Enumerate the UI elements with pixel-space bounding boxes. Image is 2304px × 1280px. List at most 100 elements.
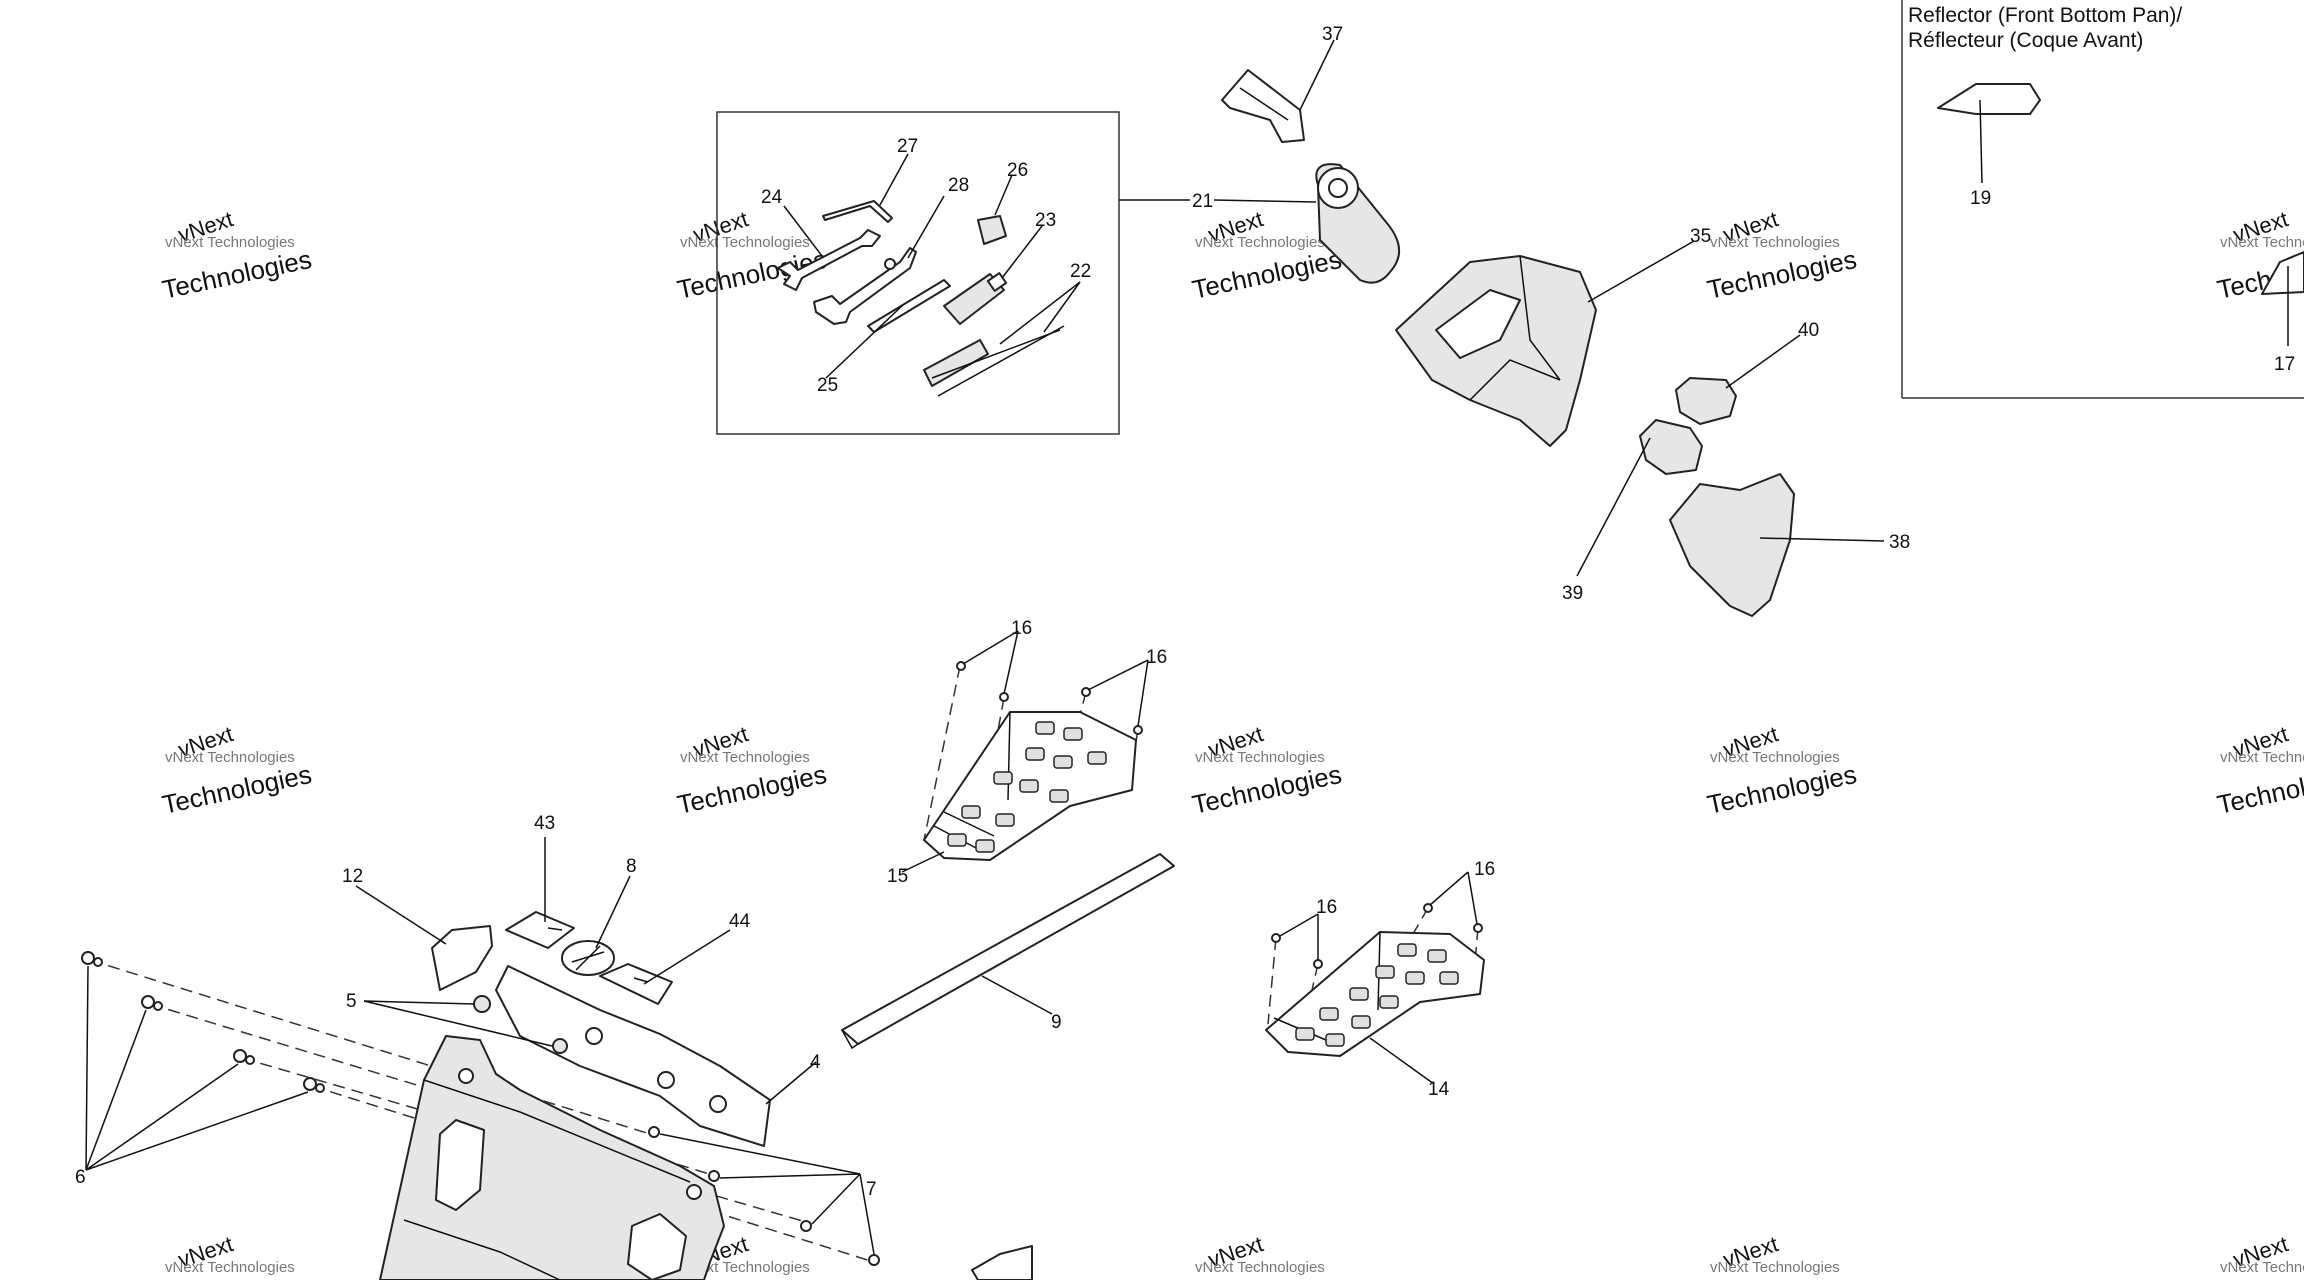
cover-4-group: 4 5 [346, 965, 821, 1147]
callout-9: 9 [1051, 1012, 1062, 1033]
svg-text:vNext Technologies: vNext Technologies [1195, 1259, 1325, 1276]
footrest-15-holes [947, 721, 1107, 853]
strip-9-group: 9 [841, 853, 1175, 1050]
watermark: vNext vNext Technologies Technologies [2214, 721, 2304, 820]
cover-bar-4 [495, 965, 771, 1147]
svg-text:Technologies: Technologies [2214, 759, 2304, 820]
callout-40: 40 [1798, 320, 1819, 341]
watermark: vNext vNext Technologies Technologies [159, 721, 314, 820]
watermark: vNext vNext Technologies [1195, 1231, 1325, 1276]
svg-text:vNext Technologies: vNext Technologies [2220, 1259, 2304, 1276]
svg-text:Technologies: Technologies [1704, 759, 1859, 820]
svg-text:vNext Technologies: vNext Technologies [165, 234, 295, 251]
bottom-bracket [971, 1245, 1033, 1280]
callout-39: 39 [1562, 583, 1583, 604]
inset-title-line1: Reflector (Front Bottom Pan)/ [1908, 4, 2182, 27]
watermark: vNext vNext Technologies Technologies [674, 206, 829, 305]
callout-16d: 16 [1474, 859, 1495, 880]
svg-text:Technologies: Technologies [1704, 244, 1859, 305]
watermark: vNext vNext Technologies [1710, 1231, 1840, 1276]
decal-12 [431, 925, 493, 991]
screws-6 [81, 951, 325, 1093]
svg-text:vNext Technologies: vNext Technologies [2220, 749, 2304, 766]
watermark: vNext vNext Technologies [165, 1231, 295, 1276]
spanner-tool [813, 247, 917, 325]
inset-title-line2: Réflecteur (Coque Avant) [1908, 29, 2143, 52]
decal-8 [561, 940, 615, 976]
callout-44: 44 [729, 911, 751, 932]
footrest-14 [1265, 931, 1485, 1057]
svg-text:vNext Technologies: vNext Technologies [1710, 234, 1840, 251]
reflector-19 [1937, 83, 2041, 115]
callout-37: 37 [1322, 24, 1343, 45]
svg-text:Technologies: Technologies [674, 759, 829, 820]
footrest-14-holes [1295, 943, 1459, 1047]
strip-9 [841, 853, 1175, 1045]
svg-text:vNext Technologies: vNext Technologies [1710, 749, 1840, 766]
lower-panel-group: 6 7 [75, 951, 1033, 1280]
callout-7: 7 [866, 1179, 877, 1200]
svg-text:Technologies: Technologies [1189, 759, 1344, 820]
svg-text:vNext Technologies: vNext Technologies [2220, 234, 2304, 251]
screwdriver [923, 339, 989, 387]
callout-16c: 16 [1316, 897, 1337, 918]
callout-23: 23 [1035, 210, 1056, 231]
watermark: vNext vNext Technologies Technologies [1704, 206, 1859, 305]
hex-key [822, 200, 893, 223]
watermark: vNext vNext Technologies Technologies [1704, 721, 1859, 820]
spacer-5b [552, 1038, 568, 1054]
front-bottom-pan [1395, 255, 1597, 447]
callout-16a: 16 [1011, 618, 1032, 639]
callout-35: 35 [1690, 226, 1711, 247]
callout-38: 38 [1889, 532, 1910, 553]
footrest-15-group: 16 16 15 [887, 618, 1167, 887]
callout-17: 17 [2274, 354, 2295, 375]
callout-27: 27 [897, 136, 918, 157]
svg-text:Technologies: Technologies [159, 759, 314, 820]
open-end-wrench [777, 229, 881, 291]
svg-text:vNext Technologies: vNext Technologies [1195, 234, 1325, 251]
decal-44 [599, 963, 673, 1005]
callout-19: 19 [1970, 188, 1991, 209]
svg-text:vNext Technologies: vNext Technologies [680, 234, 810, 251]
callout-12: 12 [342, 866, 363, 887]
callout-28: 28 [948, 175, 969, 196]
decals-group: 12 43 8 44 [342, 813, 751, 1005]
watermark: vNext vNext Technologies Technologies [1189, 721, 1344, 820]
svg-text:Technologies: Technologies [159, 244, 314, 305]
svg-text:vNext Technologies: vNext Technologies [1710, 1259, 1840, 1276]
decal-43 [505, 911, 575, 949]
pad-39 [1639, 419, 1703, 475]
lower-pan [379, 1035, 725, 1280]
tool-kit-group: 27 24 28 26 25 23 22 [716, 111, 1190, 435]
svg-text:vNext Technologies: vNext Technologies [165, 749, 295, 766]
svg-text:vNext Technologies: vNext Technologies [680, 749, 810, 766]
socket-tool [943, 273, 1005, 325]
svg-text:Technologies: Technologies [1189, 244, 1344, 305]
svg-text:vNext Technologies: vNext Technologies [1195, 749, 1325, 766]
callout-26: 26 [1007, 160, 1028, 181]
tool-pouch-group: 21 [1192, 163, 1400, 284]
pad-38 [1669, 473, 1795, 617]
screws-7 [648, 1126, 880, 1266]
pads-group: 40 39 38 [1562, 320, 1910, 617]
callout-6: 6 [75, 1167, 86, 1188]
tool-kit-frame [716, 111, 1120, 435]
callout-4: 4 [810, 1052, 821, 1073]
callout-16b: 16 [1146, 647, 1167, 668]
svg-text:vNext Technologies: vNext Technologies [680, 1259, 810, 1276]
bracket-37-group: 37 [1221, 24, 1343, 143]
callout-25: 25 [817, 375, 838, 396]
front-pan-group: 35 [1395, 226, 1711, 447]
callout-21: 21 [1192, 191, 1213, 212]
callout-15: 15 [887, 866, 908, 887]
callout-24: 24 [761, 187, 783, 208]
spacer-5a [473, 995, 491, 1013]
callout-5: 5 [346, 991, 357, 1012]
callout-22: 22 [1070, 261, 1091, 282]
callout-43: 43 [534, 813, 555, 834]
watermark: vNext vNext Technologies Technologies [674, 721, 829, 820]
footrest-14-group: 16 16 14 [1265, 859, 1495, 1100]
small-clip [977, 215, 1007, 245]
